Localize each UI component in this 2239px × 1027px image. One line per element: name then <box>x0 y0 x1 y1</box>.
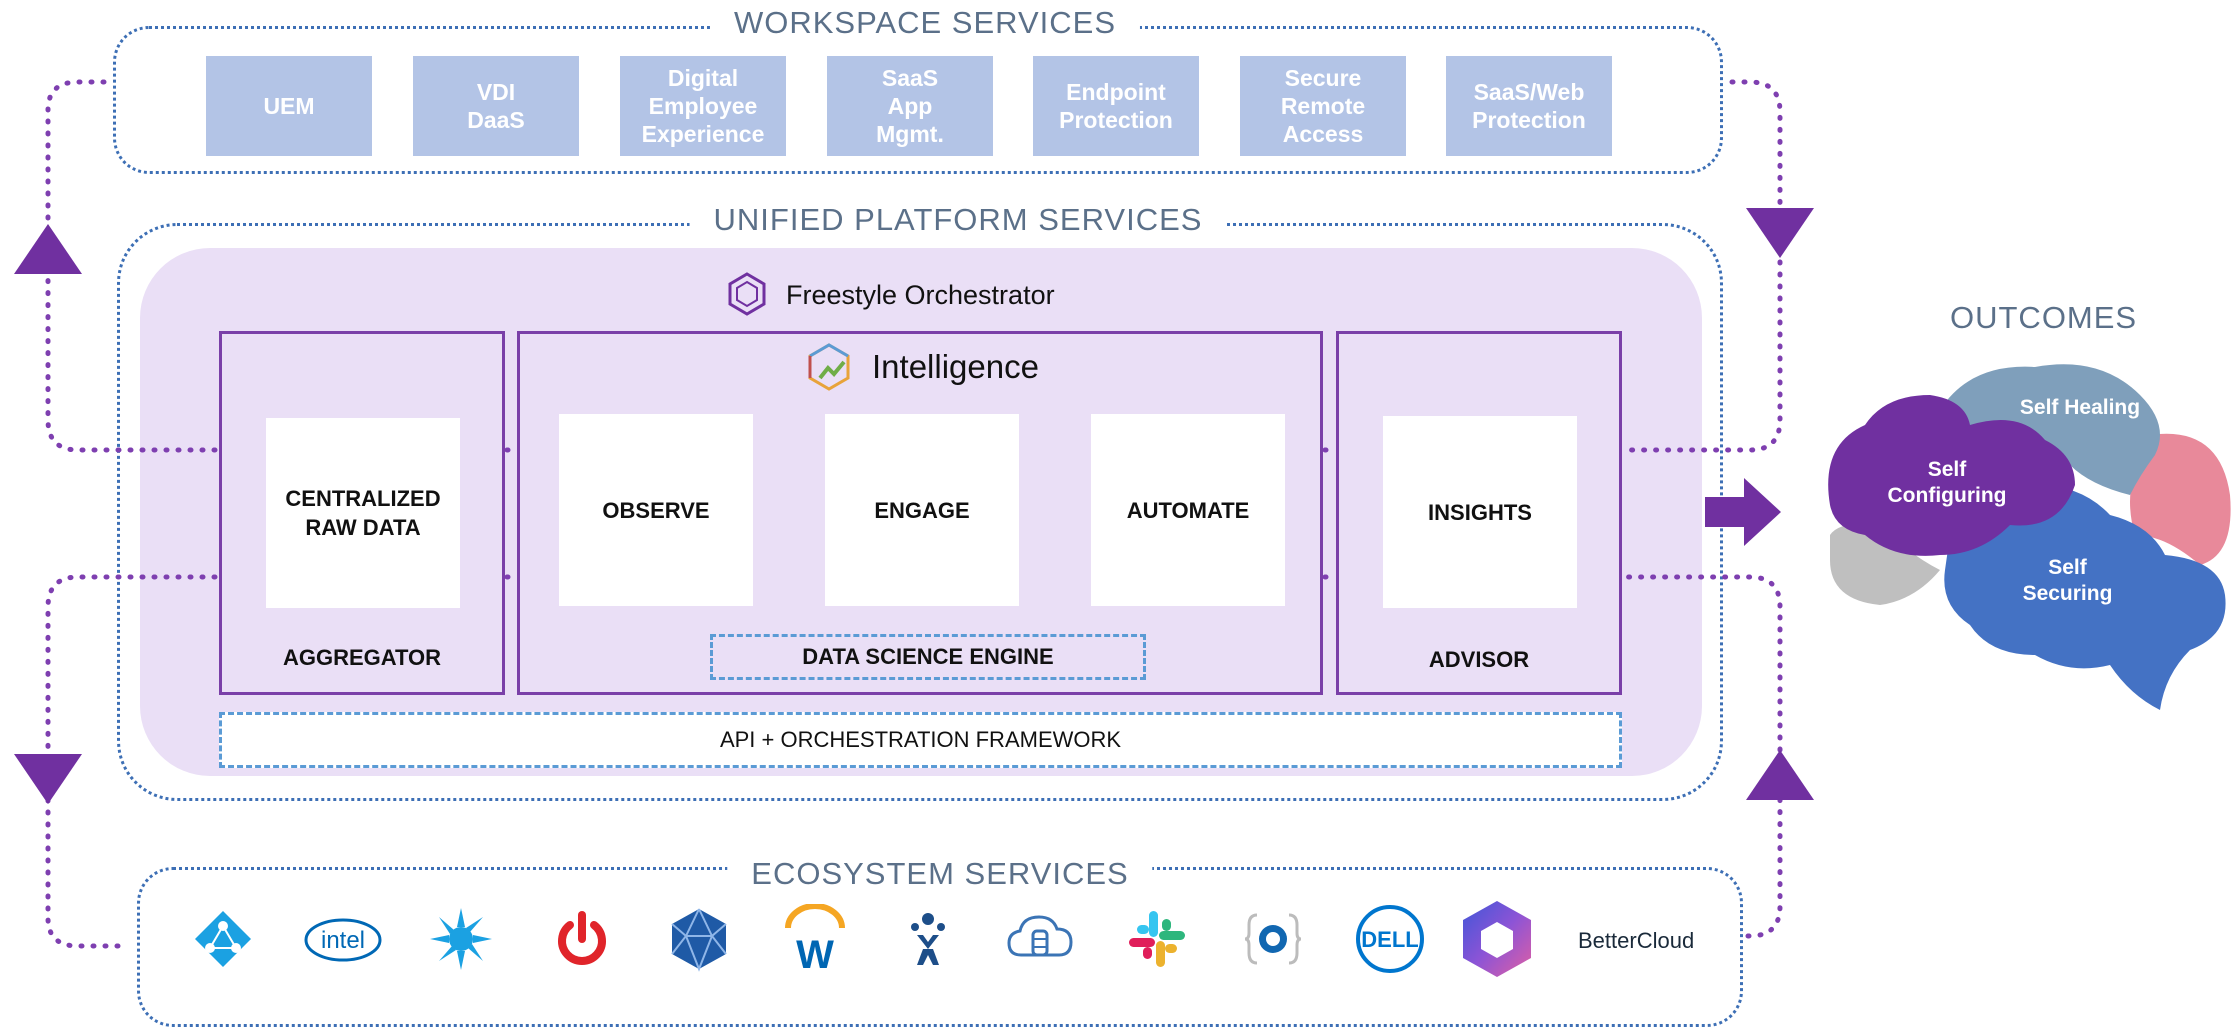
ecosystem-services-title: ECOSYSTEM SERVICES <box>727 856 1153 892</box>
connector-aggregator-to-ecosystem <box>45 574 218 753</box>
intelligence-panel <box>517 331 1323 695</box>
power-icon <box>547 904 617 974</box>
intelligence-icon <box>806 342 852 392</box>
ws-tile-endpoint-protection[interactable]: Endpoint Protection <box>1033 56 1199 156</box>
self-securing-lobe <box>1944 484 2226 710</box>
intelligence-label: Intelligence <box>872 348 1039 385</box>
self-healing-lobe <box>1940 364 2160 495</box>
ws-tile-vdi-daas[interactable]: VDI DaaS <box>413 56 579 156</box>
workspace-services-title: WORKSPACE SERVICES <box>709 5 1141 41</box>
self-securing-label: Self Securing <box>2022 556 2113 605</box>
arrow-to-outcomes <box>1705 478 1781 546</box>
connector-aggregator-to-workspace <box>45 267 218 453</box>
data-science-engine[interactable]: DATA SCIENCE ENGINE <box>710 634 1146 680</box>
hexagon-network-icon <box>664 904 734 974</box>
svg-text:DELL: DELL <box>1361 927 1418 952</box>
arrow-up-right <box>1746 750 1814 800</box>
workday-icon: W <box>780 904 850 974</box>
pink-lobe <box>2130 433 2231 565</box>
connector-right-to-advisor-lower <box>1623 574 1783 753</box>
microsoft-365-icon <box>1457 898 1537 980</box>
orchestrator-icon <box>727 272 767 316</box>
ws-tile-uem[interactable]: UEM <box>206 56 372 156</box>
orchestrator-label: Freestyle Orchestrator <box>786 280 1055 310</box>
outcomes-brain <box>1828 364 2231 710</box>
ws-tile-secure-remote-access[interactable]: Secure Remote Access <box>1240 56 1406 156</box>
observe-box[interactable]: OBSERVE <box>559 414 753 606</box>
slack-icon <box>1122 904 1192 974</box>
connector-left-to-ecosystem <box>45 797 131 949</box>
ws-tile-dex[interactable]: Digital Employee Experience <box>620 56 786 156</box>
okta-icon <box>1238 904 1308 974</box>
self-healing-label: Self Healing <box>2019 396 2141 419</box>
svg-text:intel: intel <box>321 927 365 954</box>
arrow-down-right <box>1746 208 1814 258</box>
svg-text:W: W <box>796 933 834 974</box>
intel-icon: intel <box>303 904 383 974</box>
bettercloud-icon: BetterCloud <box>1578 928 1694 954</box>
self-configuring-label: Self Configuring <box>1887 458 2007 507</box>
dell-icon: DELL <box>1355 904 1425 974</box>
centralized-raw-data-box[interactable]: CENTRALIZED RAW DATA <box>266 418 460 608</box>
self-configuring-lobe <box>1828 395 2075 556</box>
connector-workspace-to-right <box>1729 79 1783 213</box>
api-orchestration-framework[interactable]: API + ORCHESTRATION FRAMEWORK <box>219 712 1622 768</box>
cloud-db-icon <box>1005 904 1075 974</box>
connector-left-to-workspace <box>45 79 108 233</box>
aggregator-panel <box>219 331 505 695</box>
platform-services-title: UNIFIED PLATFORM SERVICES <box>689 202 1227 238</box>
automate-box[interactable]: AUTOMATE <box>1091 414 1285 606</box>
outcomes-title: OUTCOMES <box>1950 300 2138 335</box>
insights-box[interactable]: INSIGHTS <box>1383 416 1577 608</box>
engage-box[interactable]: ENGAGE <box>825 414 1019 606</box>
connector-ecosystem-to-right <box>1745 797 1783 939</box>
gray-lobe <box>1830 523 1940 605</box>
arrow-up-left <box>14 224 82 274</box>
zscaler-icon <box>426 904 496 974</box>
ws-tile-saas-app-mgmt[interactable]: SaaS App Mgmt. <box>827 56 993 156</box>
bettercloud-text: BetterCloud <box>1578 928 1695 953</box>
azure-ad-icon <box>188 904 258 974</box>
advisor-label: ADVISOR <box>1428 647 1530 672</box>
jira-icon <box>893 904 963 974</box>
aggregator-label: AGGREGATOR <box>282 645 442 670</box>
connector-right-to-advisor <box>1623 259 1783 453</box>
arrow-down-left <box>14 754 82 804</box>
advisor-panel <box>1336 331 1622 695</box>
ws-tile-saas-web-protection[interactable]: SaaS/Web Protection <box>1446 56 1612 156</box>
